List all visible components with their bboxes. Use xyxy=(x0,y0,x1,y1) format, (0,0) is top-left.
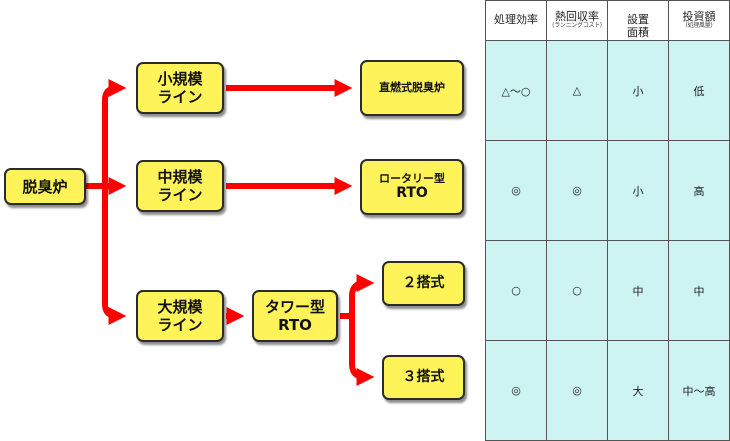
header-investment: 投資額 (処理風量) xyxy=(668,0,730,41)
table-cell: 中 xyxy=(607,240,669,341)
comparison-table: 処理効率 熱回収率 (ランニングコスト) 設置 面積 投資額 (処理風量) △～… xyxy=(485,0,730,441)
arrow-tower-to-three xyxy=(349,316,375,386)
deodorizing-furnace-box: 脱臭炉 xyxy=(4,168,86,205)
table-cell: 小 xyxy=(607,40,669,141)
table-cell: 高 xyxy=(668,140,730,241)
header-processing-efficiency: 処理効率 xyxy=(485,0,547,41)
table-cell: ○ xyxy=(546,240,608,341)
two-tower-box: ２搭式 xyxy=(382,261,465,306)
table-cell: △～○ xyxy=(485,40,547,141)
rotary-rto-box: ロータリー型 RTO xyxy=(360,159,464,215)
table-row: ○ ○ 中 中 xyxy=(485,240,730,341)
large-line-box: 大規模 ライン xyxy=(136,290,224,342)
small-line-box: 小規模 ライン xyxy=(136,62,224,114)
tower-rto-box: タワー型 RTO xyxy=(252,290,338,342)
arrow-to-large-line xyxy=(102,100,127,325)
header-heat-recovery: 熱回収率 (ランニングコスト) xyxy=(546,0,608,41)
table-cell: 中～高 xyxy=(668,340,730,441)
table-header-row: 処理効率 熱回収率 (ランニングコスト) 設置 面積 投資額 (処理風量) xyxy=(485,0,730,41)
flow-diagram xyxy=(86,79,375,386)
table-cell: ◎ xyxy=(485,140,547,241)
table-cell: 小 xyxy=(607,140,669,241)
table-cell: △ xyxy=(546,40,608,141)
table-row: ◎ ◎ 大 中～高 xyxy=(485,340,730,441)
table-row: ◎ ◎ 小 高 xyxy=(485,140,730,241)
arrow-tower-to-two xyxy=(349,274,375,316)
table-cell: 中 xyxy=(668,240,730,341)
table-cell: 低 xyxy=(668,40,730,141)
medium-line-box: 中規模 ライン xyxy=(136,160,224,212)
table-cell: 大 xyxy=(607,340,669,441)
direct-combustion-furnace-box: 直燃式脱臭炉 xyxy=(360,60,464,116)
table-row: △～○ △ 小 低 xyxy=(485,40,730,141)
header-installation-area: 設置 面積 xyxy=(607,0,669,41)
arrow-vertical-splitter xyxy=(102,79,127,101)
table-cell: ◎ xyxy=(546,340,608,441)
table-cell: ◎ xyxy=(485,340,547,441)
table-cell: ◎ xyxy=(546,140,608,241)
three-tower-box: ３搭式 xyxy=(382,355,465,400)
table-cell: ○ xyxy=(485,240,547,341)
